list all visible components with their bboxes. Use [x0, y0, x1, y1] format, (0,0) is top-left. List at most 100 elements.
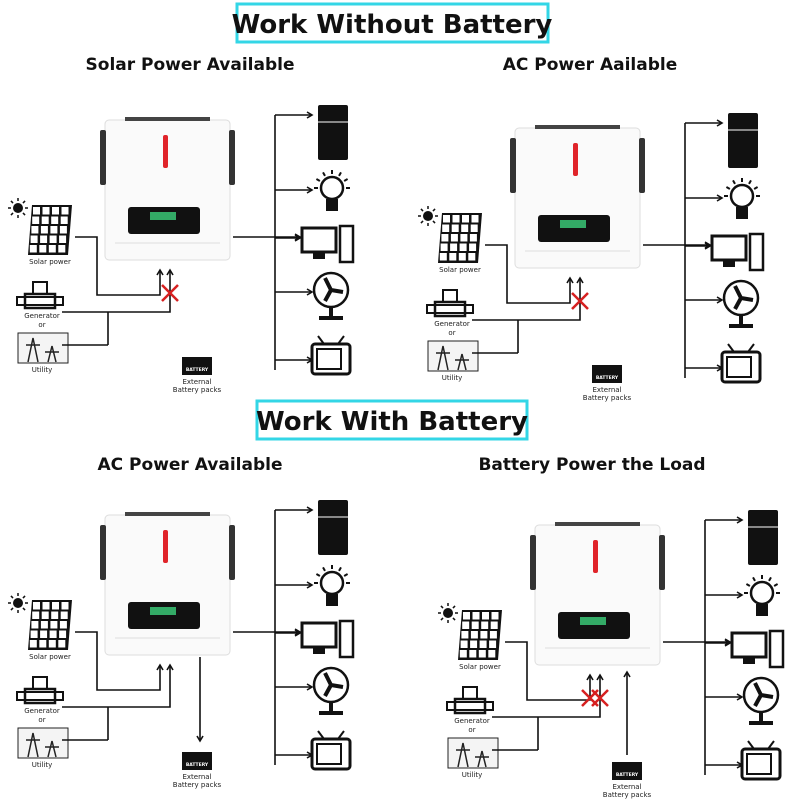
- arrow-head: [294, 629, 302, 637]
- inverter-handle: [229, 525, 235, 580]
- arrow-head: [716, 194, 724, 202]
- computer-icon: [300, 224, 355, 264]
- television-icon: [740, 740, 782, 781]
- arrow-head: [596, 673, 604, 681]
- solar-power-label: Solar power: [439, 266, 481, 274]
- loads: [300, 500, 355, 771]
- utility-label: Utility: [462, 771, 483, 779]
- or-label: or: [448, 329, 455, 337]
- inverter-led-bar: [573, 143, 578, 176]
- battery-icon-text: BATTERY: [186, 762, 209, 768]
- sun-icon: [8, 593, 28, 613]
- inverter-display: [538, 215, 610, 242]
- loads: [300, 105, 355, 376]
- inverter: [100, 117, 235, 261]
- wiring: [62, 506, 314, 765]
- solar-panel-icon: [28, 600, 72, 650]
- battery-icon: BATTERY: [182, 357, 212, 375]
- inverter-handle: [100, 525, 106, 580]
- arrow-head: [736, 516, 744, 524]
- display-readout: [150, 607, 176, 615]
- arrow-head: [306, 581, 314, 589]
- panel-title: Battery Power the Load: [478, 455, 705, 475]
- inverter-led-bar: [163, 135, 168, 168]
- solar-wire: [75, 631, 161, 691]
- utility-wire: [62, 666, 171, 741]
- computer-icon: [710, 232, 765, 272]
- solar-wire: [505, 641, 591, 701]
- inverter-led-bar: [163, 530, 168, 563]
- wiring: [62, 111, 314, 370]
- light-bulb-icon: [314, 170, 350, 211]
- inverter-handle: [100, 130, 106, 185]
- solar-panel-icon: [458, 610, 502, 660]
- utility-label: Utility: [442, 374, 463, 382]
- generator-icon: [16, 676, 64, 705]
- panel-title: AC Power Available: [98, 455, 283, 475]
- inverter: [510, 125, 645, 269]
- or-label: or: [38, 716, 45, 724]
- solar-panel-icon: [438, 213, 482, 263]
- inverter-handle: [510, 138, 516, 193]
- section-header-without-battery: Work Without Battery: [232, 2, 552, 44]
- utility-wire: [492, 676, 601, 751]
- inverter-handle: [229, 130, 235, 185]
- battery-label-line2: Battery packs: [173, 781, 222, 789]
- arrow-head: [716, 119, 724, 127]
- inverter-handle: [530, 535, 536, 590]
- arrow-head: [736, 693, 744, 701]
- battery-label-line1: External: [182, 773, 211, 781]
- wiring: [472, 119, 724, 378]
- inverter-display: [128, 207, 200, 234]
- arrow-head: [166, 663, 174, 671]
- arrow-head: [724, 638, 732, 646]
- arrow-head: [306, 288, 314, 296]
- wiring: [492, 516, 744, 775]
- sun-icon: [438, 603, 458, 623]
- inverter-top: [125, 512, 210, 516]
- battery-label-line2: Battery packs: [583, 394, 632, 402]
- fan-icon: [742, 676, 780, 725]
- arrow-head: [576, 276, 584, 284]
- refrigerator-icon: [318, 500, 348, 555]
- utility-label: Utility: [32, 761, 53, 769]
- television-icon: [720, 343, 762, 384]
- utility-grid-icon: [17, 332, 69, 364]
- arrow-head: [166, 268, 174, 276]
- arrow-head: [623, 670, 631, 678]
- inverter-top: [535, 125, 620, 129]
- or-label: or: [38, 321, 45, 329]
- utility-grid-icon: [427, 340, 479, 372]
- solar-power-label: Solar power: [29, 653, 71, 661]
- inverter: [530, 522, 665, 666]
- battery-icon-text: BATTERY: [596, 375, 619, 381]
- television-icon: [310, 335, 352, 376]
- solar-panel-icon: [28, 205, 72, 255]
- battery-label-line1: External: [592, 386, 621, 394]
- inverter: [100, 512, 235, 656]
- television-icon: [310, 730, 352, 771]
- light-bulb-icon: [724, 178, 760, 219]
- arrow-head: [306, 111, 314, 119]
- arrow-head: [704, 242, 712, 250]
- computer-icon: [300, 619, 355, 659]
- arrow-head: [294, 628, 302, 636]
- utility-wire: [472, 279, 581, 354]
- arrow-head: [724, 639, 732, 647]
- generator-label: Generator: [24, 312, 60, 320]
- inverter-display: [128, 602, 200, 629]
- fan-icon: [312, 271, 350, 320]
- inverter-top: [555, 522, 640, 526]
- battery-icon: BATTERY: [612, 762, 642, 780]
- blocked-x-icon: [571, 292, 589, 310]
- battery-icon-text: BATTERY: [186, 367, 209, 373]
- battery-icon-text: BATTERY: [616, 772, 639, 778]
- loads: [710, 113, 765, 384]
- arrow-head: [156, 268, 164, 276]
- display-readout: [560, 220, 586, 228]
- solar-power-label: Solar power: [459, 663, 501, 671]
- generator-icon: [426, 289, 474, 318]
